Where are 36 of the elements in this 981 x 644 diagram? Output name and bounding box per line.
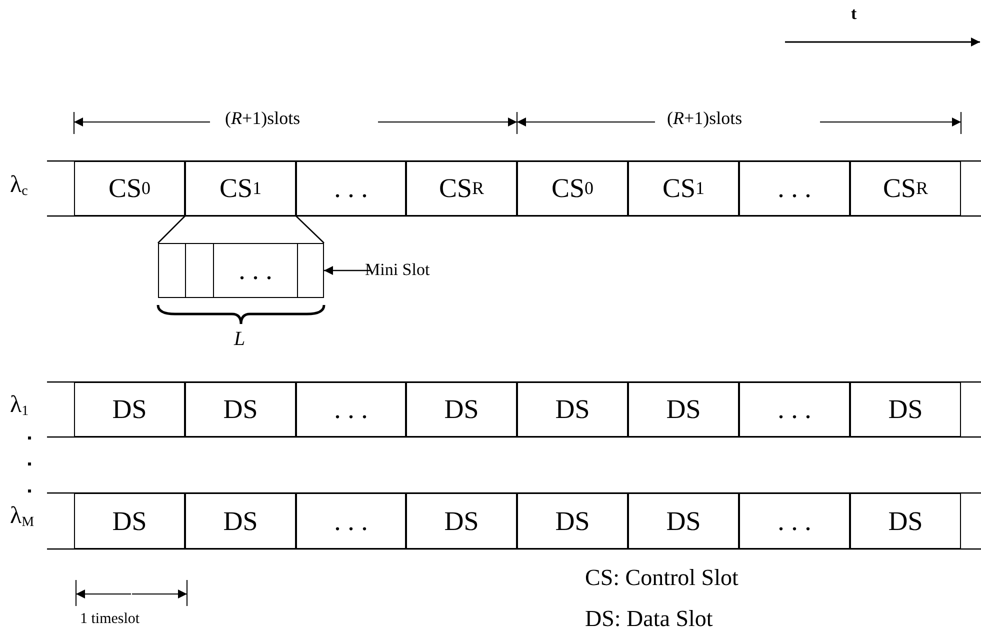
channel-label: λ$_{M}$: [10, 503, 34, 531]
slot-cell: DS: [850, 382, 961, 437]
callout-text: Mini Slot: [365, 257, 445, 283]
dimension-label: 1 timeslot: [80, 611, 140, 628]
legend-text: DS: Data Slot: [585, 606, 713, 632]
slot-cell: DS: [850, 493, 961, 549]
slot-cell: DS: [517, 382, 628, 437]
mini-slot-cell: [297, 243, 324, 298]
slot-cell: . . .: [296, 161, 406, 216]
slot-cell: . . .: [739, 382, 850, 437]
expansion-line: [296, 216, 324, 244]
mini-slot-cell: [185, 243, 214, 298]
dimension-label: (R+1)slots: [225, 108, 300, 129]
slot-cell: . . .: [296, 382, 406, 437]
slot-cell: DS: [628, 493, 739, 549]
channel-label: λ$_{c}$: [10, 172, 28, 200]
slot-cell: . . .: [296, 493, 406, 549]
dimension-label: (R+1)slots: [667, 108, 742, 129]
slot-cell: . . .: [213, 243, 298, 298]
mini-slot-cell: [158, 243, 186, 298]
slot-cell: . . .: [739, 493, 850, 549]
legend-text: CS: Control Slot: [585, 565, 738, 591]
slot-cell: . . .: [739, 161, 850, 216]
axis-label: t: [851, 4, 857, 24]
expansion-line: [158, 216, 186, 244]
slot-cell: DS: [74, 382, 185, 437]
leader-arrow: [324, 266, 371, 275]
channel-label: λ$_{1}$: [10, 392, 29, 420]
slot-cell: DS: [406, 493, 517, 549]
slot-cell: DS: [185, 493, 296, 549]
slot-cell: DS: [74, 493, 185, 549]
dimension-label: L: [234, 328, 246, 351]
slot-cell: DS: [628, 382, 739, 437]
slot-cell: DS: [406, 382, 517, 437]
slot-cell: DS: [185, 382, 296, 437]
slot-cell: DS: [517, 493, 628, 549]
